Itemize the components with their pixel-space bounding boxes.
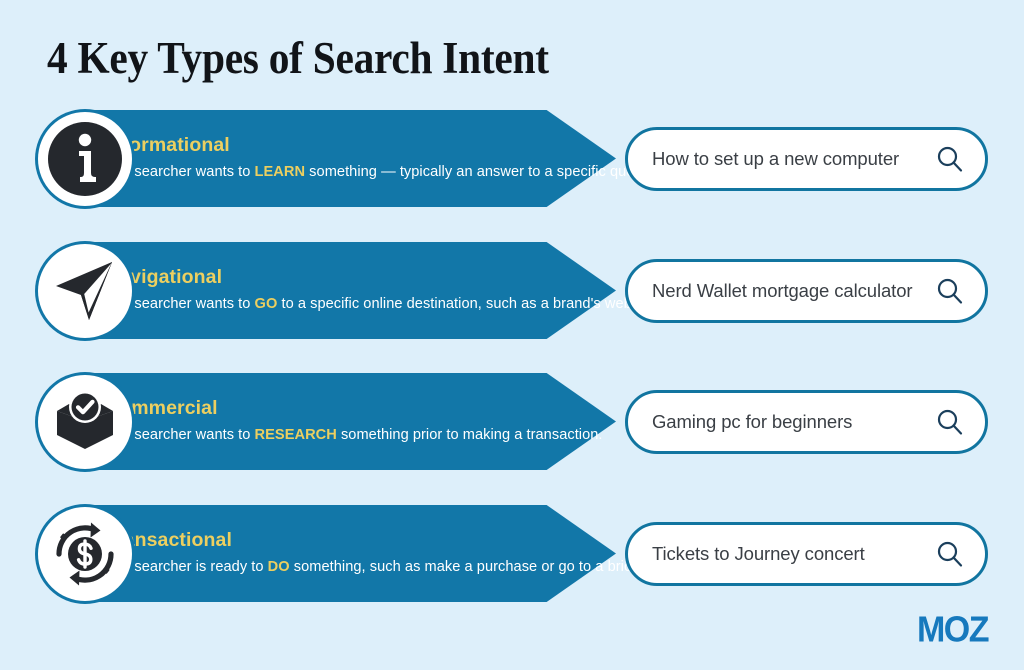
desc-keyword: GO (254, 295, 278, 312)
desc-before: The searcher wants to (105, 295, 255, 312)
intent-category-label: Navigational (105, 266, 223, 289)
intent-banner (38, 110, 616, 207)
desc-after: something prior to making a transaction. (336, 426, 603, 443)
intent-category-label: Commercial (105, 397, 218, 420)
intent-row: Navigational The searcher wants to GO to… (0, 242, 1024, 340)
desc-before: The searcher wants to (105, 426, 255, 443)
desc-keyword: RESEARCH (254, 426, 337, 443)
magnifier-icon[interactable] (935, 144, 965, 174)
search-box[interactable]: Tickets to Journey concert (625, 522, 988, 586)
intent-row: Informational The searcher wants to LEAR… (0, 110, 1024, 208)
magnifier-icon[interactable] (935, 539, 965, 569)
open-box-check-icon (38, 375, 132, 469)
navigation-arrow-icon (38, 244, 132, 338)
intent-banner (38, 505, 616, 602)
magnifier-icon[interactable] (935, 407, 965, 437)
moz-logo: MOZ (916, 610, 990, 650)
info-icon (38, 112, 132, 206)
search-box[interactable]: Gaming pc for beginners (625, 390, 988, 454)
search-query-text: Nerd Wallet mortgage calculator (652, 280, 913, 301)
desc-after: something — typically an answer to a spe… (305, 163, 670, 180)
search-query-text: How to set up a new computer (652, 148, 900, 169)
intent-description: The searcher wants to LEARN something — … (105, 162, 954, 183)
search-box[interactable]: Nerd Wallet mortgage calculator (625, 259, 988, 323)
intent-category-label: Informational (105, 134, 230, 157)
page-title: 4 Key Types of Search Intent (47, 33, 549, 83)
desc-keyword: DO (267, 558, 290, 575)
desc-before: The searcher wants to (105, 163, 255, 180)
intent-row: Transactional The searcher is ready to D… (0, 505, 1024, 603)
intent-description: The searcher wants to RESEARCH something… (105, 425, 954, 446)
dollar-cycle-icon (38, 507, 132, 601)
magnifier-icon[interactable] (935, 276, 965, 306)
search-query-text: Gaming pc for beginners (652, 411, 853, 432)
intent-banner (38, 373, 616, 470)
intent-category-label: Transactional (105, 529, 233, 552)
intent-row: Commercial The searcher wants to RESEARC… (0, 373, 1024, 471)
search-query-text: Tickets to Journey concert (652, 543, 865, 564)
desc-keyword: LEARN (254, 163, 306, 180)
search-box[interactable]: How to set up a new computer (625, 127, 988, 191)
intent-banner-text: Commercial The searcher wants to RESEARC… (105, 373, 954, 471)
intent-banner-text: Informational The searcher wants to LEAR… (105, 110, 954, 208)
intent-banner (38, 242, 616, 339)
desc-before: The searcher is ready to (105, 558, 268, 575)
